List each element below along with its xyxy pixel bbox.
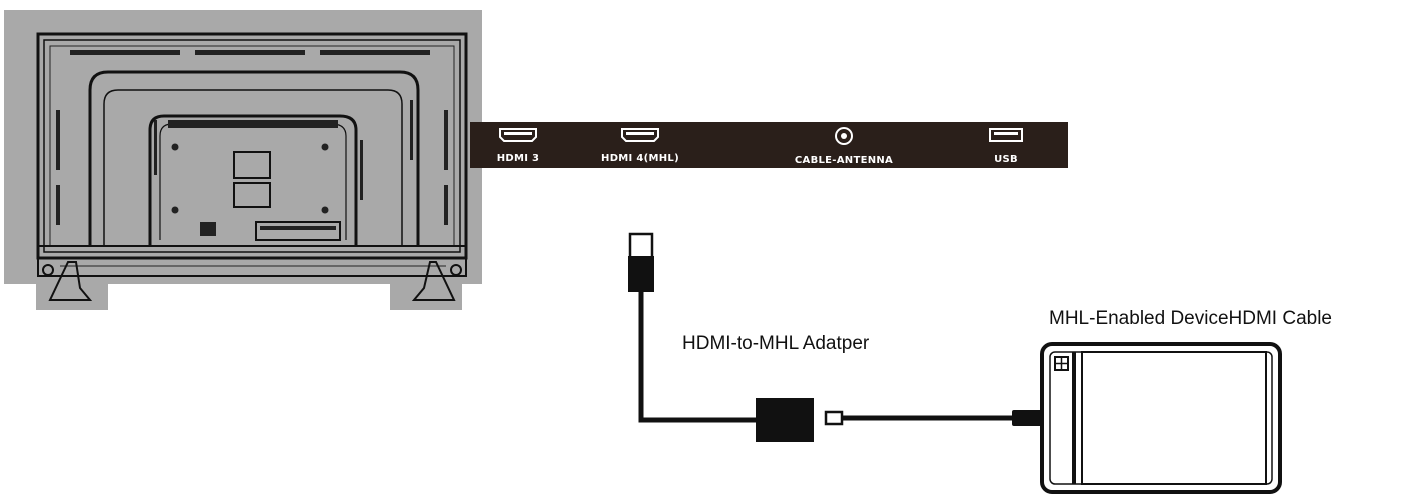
tv-bottom-bezel — [37, 245, 467, 277]
port-label-hdmi4: HDMI 4(MHL) — [601, 153, 679, 164]
vent-slot — [195, 50, 305, 55]
screw — [321, 206, 329, 214]
tv-foot-left — [48, 261, 93, 301]
screw — [321, 143, 329, 151]
tv-panel-outline-inner — [103, 89, 403, 246]
port-label-hdmi3: HDMI 3 — [497, 153, 540, 164]
tv-inner-frame — [43, 39, 461, 253]
hdmi-port-icon — [621, 128, 659, 142]
mhl-device — [1040, 342, 1282, 494]
port-hdmi3[interactable]: HDMI 3 — [497, 128, 540, 164]
vent-slot — [320, 50, 430, 55]
tv-panel-outline — [88, 70, 420, 246]
tv-side-ports-strip — [260, 226, 336, 230]
tv-rear-view — [4, 10, 482, 310]
tablet-side-bar — [1072, 352, 1076, 484]
tablet-outline — [1040, 342, 1282, 494]
port-label-usb: USB — [994, 154, 1018, 165]
tablet-screen — [1081, 351, 1267, 485]
port-antenna[interactable]: CABLE-ANTENNA — [795, 127, 893, 166]
mhl-adapter — [756, 398, 1042, 442]
screw — [42, 264, 54, 276]
tv-side-ports — [255, 221, 341, 241]
tv-label-box — [233, 151, 271, 179]
mhl-adapter-body — [756, 398, 814, 442]
micro-usb-plug — [824, 410, 844, 426]
vent-slot — [154, 120, 157, 175]
port-label-antenna: CABLE-ANTENNA — [795, 155, 893, 166]
screw — [171, 143, 179, 151]
usb-port-tongue — [994, 132, 1018, 135]
port-usb[interactable]: USB — [989, 128, 1023, 165]
port-hdmi4[interactable]: HDMI 4(MHL) — [601, 128, 679, 164]
port-panel-bg — [470, 122, 1068, 168]
hdmi-port-pins — [626, 132, 654, 135]
tv-foot-right — [411, 261, 456, 301]
adapter-label: HDMI-to-MHL Adatper — [682, 333, 870, 354]
port-panel: HDMI 3 HDMI 4(MHL) CABLE-ANTENNA USB — [470, 122, 1068, 168]
hdmi-plug-body — [628, 256, 654, 292]
screw — [171, 206, 179, 214]
coax-port-center — [841, 133, 847, 139]
vent-slot — [70, 50, 180, 55]
tv-board-outline — [148, 114, 358, 246]
tv-port-strip — [168, 120, 338, 128]
hdmi-port-pins — [504, 132, 532, 135]
mhl-device-plug — [1012, 410, 1042, 426]
coax-port-icon — [835, 127, 853, 145]
vent-slot — [444, 185, 448, 225]
vent-slot — [56, 110, 60, 170]
tv-power-socket — [200, 222, 216, 236]
vent-slot — [360, 140, 363, 200]
tv-label-box — [233, 182, 271, 208]
hdmi-cable-line — [638, 292, 756, 423]
vent-slot — [410, 100, 413, 160]
hdmi-plug-tip — [628, 232, 654, 260]
tv-stand-left-bg — [36, 284, 108, 310]
tv-stand-right-bg — [390, 284, 462, 310]
vent-slot — [56, 185, 60, 225]
vent-slot — [444, 110, 448, 170]
screw — [450, 264, 462, 276]
device-label: MHL-Enabled DeviceHDMI Cable — [1049, 308, 1332, 329]
hdmi-port-icon — [499, 128, 537, 142]
hdmi-cable — [628, 232, 756, 423]
usb-port-icon — [989, 128, 1023, 142]
